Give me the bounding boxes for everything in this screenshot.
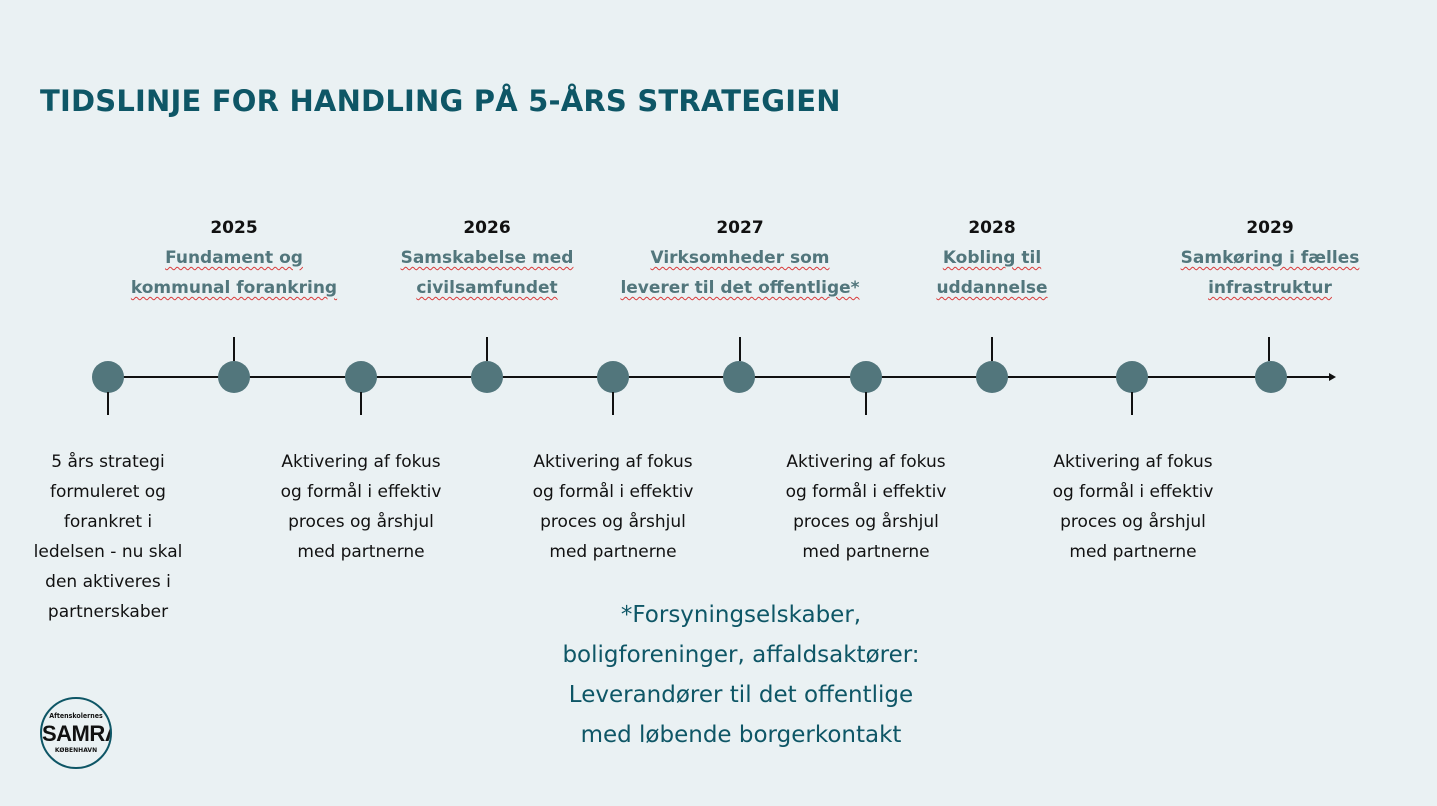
- milestone-title-line: infrastruktur: [1208, 278, 1332, 298]
- timeline-tick-up: [991, 337, 993, 361]
- milestone-title: Fundament og kommunal forankring: [131, 243, 337, 303]
- milestone-title: Kobling til uddannelse: [936, 243, 1047, 303]
- description-line: 5 års strategi: [51, 452, 165, 472]
- timeline-tick-down: [107, 392, 109, 415]
- milestone-title-line: kommunal forankring: [130, 278, 338, 298]
- timeline-node: [345, 361, 377, 393]
- description-line: den aktiveres i: [45, 572, 171, 592]
- timeline-node: [218, 361, 250, 393]
- timeline-node: [976, 361, 1008, 393]
- timeline-tick-down: [612, 392, 614, 415]
- footnote-line: boligforeninger, affaldsaktører:: [562, 642, 920, 668]
- description-line: Aktivering af fokus: [1053, 452, 1213, 472]
- timeline-axis: [108, 376, 1330, 378]
- timeline-tick-down: [1131, 392, 1133, 415]
- description-line: ledelsen - nu skal: [33, 542, 183, 562]
- timeline-node: [471, 361, 503, 393]
- description-line: proces og årshjul: [540, 512, 686, 532]
- timeline-node: [1116, 361, 1148, 393]
- description-line: med partnerne: [802, 542, 930, 562]
- milestone-year: 2027: [716, 218, 764, 238]
- timeline-tick-up: [486, 337, 488, 361]
- timeline-node: [723, 361, 755, 393]
- description-line: og formål i effektiv: [1052, 482, 1214, 502]
- description-line: Aktivering af fokus: [786, 452, 946, 472]
- description-line: formuleret og: [50, 482, 166, 502]
- footnote-line: med løbende borgerkontakt: [580, 722, 902, 748]
- milestone-year: 2029: [1246, 218, 1294, 238]
- description-line: partnerskaber: [47, 602, 169, 622]
- milestone-title-line: Samskabelse med: [400, 248, 574, 268]
- milestone-title: Virksomheder som leverer til det offentl…: [620, 243, 859, 303]
- milestone-year: 2025: [210, 218, 258, 238]
- milestone-title: Samkøring i fælles infrastruktur: [1181, 243, 1360, 303]
- timeline-tick-up: [233, 337, 235, 361]
- description-line: med partnerne: [1069, 542, 1197, 562]
- milestone-title-line: leverer til det offentlige*: [620, 278, 860, 298]
- timeline-description: 5 års strategi formuleret og forankret i…: [34, 447, 183, 627]
- milestone-year: 2026: [463, 218, 511, 238]
- footnote: *Forsyningselskaber, boligforeninger, af…: [562, 595, 919, 755]
- milestone-title-line: Samkøring i fælles: [1180, 248, 1360, 268]
- description-line: forankret i: [63, 512, 153, 532]
- timeline-tick-up: [739, 337, 741, 361]
- timeline-node: [597, 361, 629, 393]
- milestone-year: 2028: [968, 218, 1016, 238]
- footnote-line: *Forsyningselskaber,: [620, 602, 862, 628]
- logo-top-text: Aftenskolernes: [49, 712, 103, 720]
- timeline-node: [1255, 361, 1287, 393]
- footnote-line: Leverandører til det offentlige: [568, 682, 914, 708]
- timeline-description: Aktivering af fokus og formål i effektiv…: [786, 447, 947, 567]
- timeline-description: Aktivering af fokus og formål i effektiv…: [1053, 447, 1214, 567]
- arrow-head-icon: [1329, 373, 1336, 381]
- description-line: og formål i effektiv: [532, 482, 694, 502]
- milestone-title: Samskabelse med civilsamfundet: [401, 243, 574, 303]
- slide-title: TIDSLINJE FOR HANDLING PÅ 5-ÅRS STRATEGI…: [40, 84, 841, 118]
- description-line: med partnerne: [549, 542, 677, 562]
- timeline-tick-up: [1268, 337, 1270, 361]
- timeline-description: Aktivering af fokus og formål i effektiv…: [281, 447, 442, 567]
- milestone-title-line: civilsamfundet: [416, 278, 558, 298]
- samrad-logo: Aftenskolernes SAMRÅD KØBENHAVN: [40, 697, 112, 769]
- timeline-tick-down: [865, 392, 867, 415]
- description-line: proces og årshjul: [288, 512, 434, 532]
- description-line: og formål i effektiv: [280, 482, 442, 502]
- milestone-title-line: Kobling til: [942, 248, 1042, 268]
- timeline-node: [92, 361, 124, 393]
- milestone-title-line: uddannelse: [936, 278, 1048, 298]
- logo-main-text: SAMRÅD: [42, 721, 110, 746]
- description-line: og formål i effektiv: [785, 482, 947, 502]
- description-line: med partnerne: [297, 542, 425, 562]
- timeline-tick-down: [360, 392, 362, 415]
- description-line: Aktivering af fokus: [281, 452, 441, 472]
- timeline-description: Aktivering af fokus og formål i effektiv…: [533, 447, 694, 567]
- milestone-title-line: Fundament og: [165, 248, 303, 268]
- logo-bottom-text: KØBENHAVN: [54, 747, 98, 754]
- timeline-node: [850, 361, 882, 393]
- milestone-title-line: Virksomheder som: [650, 248, 830, 268]
- description-line: proces og årshjul: [1060, 512, 1206, 532]
- description-line: Aktivering af fokus: [533, 452, 693, 472]
- description-line: proces og årshjul: [793, 512, 939, 532]
